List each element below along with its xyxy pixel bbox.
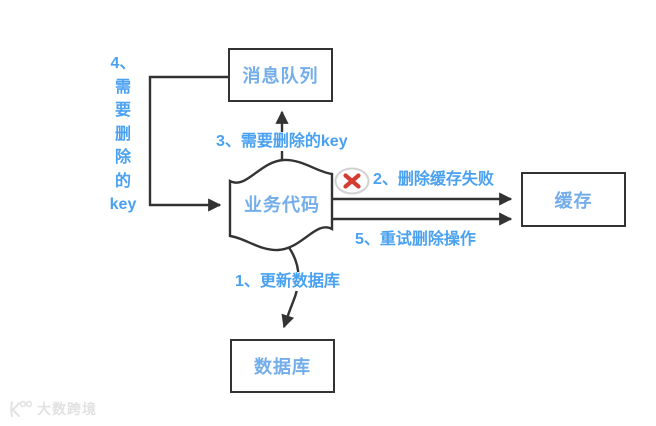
edge-step2-label: 2、删除缓存失败 [373,171,494,188]
edge-step4-line [148,75,229,212]
node-cache: 缓存 [521,172,626,227]
node-message-queue-label: 消息队列 [242,66,319,86]
node-cache-label: 缓存 [554,190,593,211]
node-message-queue: 消息队列 [228,48,333,102]
node-business-code-label: 业务代码 [244,195,320,215]
edge-step3-label: 3、需要删除的key [214,132,350,151]
watermark-text: 大数跨境 [37,401,97,417]
edge-step5-label: 5、重试删除操作 [355,231,476,248]
node-business-code-shape [228,158,334,252]
edge-step1-line [281,239,300,329]
error-x-icon [334,167,370,195]
node-database-label: 数据库 [254,357,311,377]
edge-step1-label: 1、更新数据库 [233,272,342,291]
node-database: 数据库 [230,339,335,393]
watermark-logo-icon [10,400,32,417]
edge-step4-label: 4、 需 要 删 除 的 key [109,55,137,213]
watermark: 大数跨境 [8,399,97,419]
